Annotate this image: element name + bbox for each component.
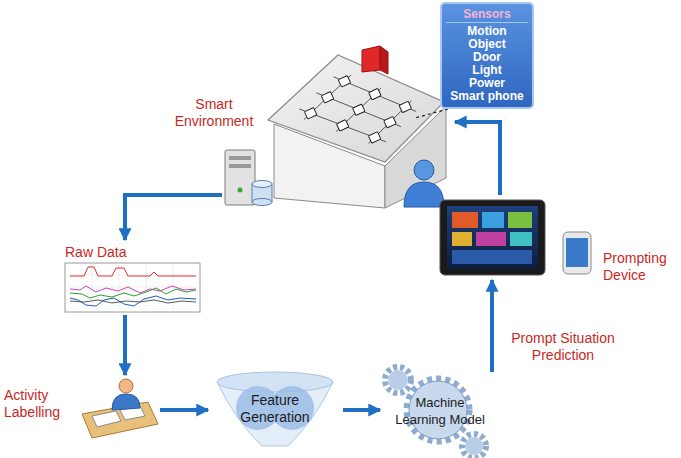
feature-generation: Feature Generation — [208, 372, 343, 452]
sensor-chart-part — [65, 263, 200, 312]
node-label: Prompting Device — [603, 250, 675, 284]
funnel-icon-part — [217, 372, 333, 392]
sensor-item: Motion — [446, 25, 528, 38]
server-icon-part — [225, 150, 255, 205]
labelling-person-icon-part — [92, 411, 121, 427]
sensor-wire — [304, 75, 351, 120]
tablet-icon-part — [452, 232, 472, 246]
sensor-list-box: SensorsMotionObjectDoorLightPowerSmart p… — [440, 2, 534, 109]
flow-arrow — [455, 122, 500, 195]
node-label: Feature Generation — [230, 392, 320, 426]
sensor-wire — [336, 88, 381, 132]
house-illustration — [268, 46, 446, 208]
tablet-icon-part — [440, 200, 545, 275]
tablet-icon-part — [482, 212, 504, 228]
person-icon-part — [404, 182, 444, 207]
list-heading: Sensors — [446, 6, 528, 23]
labelling-person-icon — [82, 379, 158, 438]
roof-sensor — [338, 76, 350, 87]
phone-icon-part — [566, 238, 588, 267]
node-label: Machine Learning Model — [390, 394, 490, 428]
tablet-icon-part — [510, 232, 532, 246]
flow-arrow — [490, 280, 494, 372]
tablet-icon-part — [447, 206, 538, 269]
tablet-icon-part — [476, 232, 506, 246]
sensor-chart-part — [70, 296, 196, 306]
sensor-chart-part — [70, 267, 196, 276]
roof-sensor — [368, 132, 380, 143]
node-label: Smart Environment — [165, 96, 263, 130]
roof-sensor — [321, 92, 333, 103]
activity-labelling: Activity Labelling — [2, 375, 160, 440]
server-icon-part — [252, 181, 272, 188]
roof-sensor — [304, 108, 316, 119]
roof-sensor — [399, 101, 411, 112]
funnel-icon — [217, 372, 333, 446]
phone-icon — [563, 232, 591, 274]
roof-sensor — [299, 75, 416, 144]
person-icon-part — [414, 160, 434, 180]
sensor-item: Door — [446, 51, 528, 64]
server-icon-part — [238, 188, 243, 193]
house-illustration-part — [380, 46, 388, 74]
gear-icon-part — [465, 437, 483, 455]
roof-sensor — [336, 120, 348, 131]
server-icon-part — [229, 156, 251, 160]
labelling-person-icon-part — [119, 379, 133, 393]
flow-arrow — [123, 315, 127, 375]
server-icon-part — [229, 164, 251, 168]
node-label: Activity Labelling — [4, 387, 72, 421]
flow-arrow — [160, 408, 208, 412]
house-illustration-part — [362, 46, 380, 72]
house-illustration-part — [268, 55, 444, 162]
sensor-item: Object — [446, 38, 528, 51]
person-icon — [404, 160, 444, 207]
roof-sensor — [369, 88, 381, 99]
sensor-item: Smart phone — [446, 90, 528, 103]
sensor-chart-part — [70, 300, 196, 303]
raw-data: Raw Data — [60, 240, 205, 315]
labelling-person-icon-part — [112, 394, 140, 410]
prompting-device: Prompting Device — [438, 195, 676, 280]
sensor-wire — [368, 101, 411, 144]
sensor-item: Light — [446, 64, 528, 77]
sensor-chart-part — [70, 288, 196, 298]
flow-arrow — [343, 408, 380, 412]
sensor-item: Power — [446, 77, 528, 90]
node-label: Raw Data — [65, 244, 155, 261]
smart-environment: Smart Environment — [222, 118, 455, 208]
tablet-icon-part — [452, 250, 532, 264]
gear-icon-part — [388, 370, 408, 390]
server-icon-part — [252, 199, 272, 206]
flow-arrow — [125, 195, 222, 240]
tablet-icon — [440, 200, 545, 275]
gear-icon-part — [385, 367, 411, 393]
phone-icon-part — [563, 232, 591, 274]
roof-sensor — [353, 104, 365, 115]
machine-learning-model: Machine Learning Model — [380, 372, 500, 452]
tablet-icon-part — [452, 212, 478, 228]
dotted-link — [415, 109, 448, 118]
roof-sensor — [384, 116, 396, 127]
edge-label: Prompt Situation Prediction — [506, 330, 620, 364]
tablet-icon-part — [508, 212, 532, 228]
server-icon — [225, 150, 272, 206]
sensor-chart — [65, 263, 200, 312]
gear-icon-part — [462, 434, 486, 458]
